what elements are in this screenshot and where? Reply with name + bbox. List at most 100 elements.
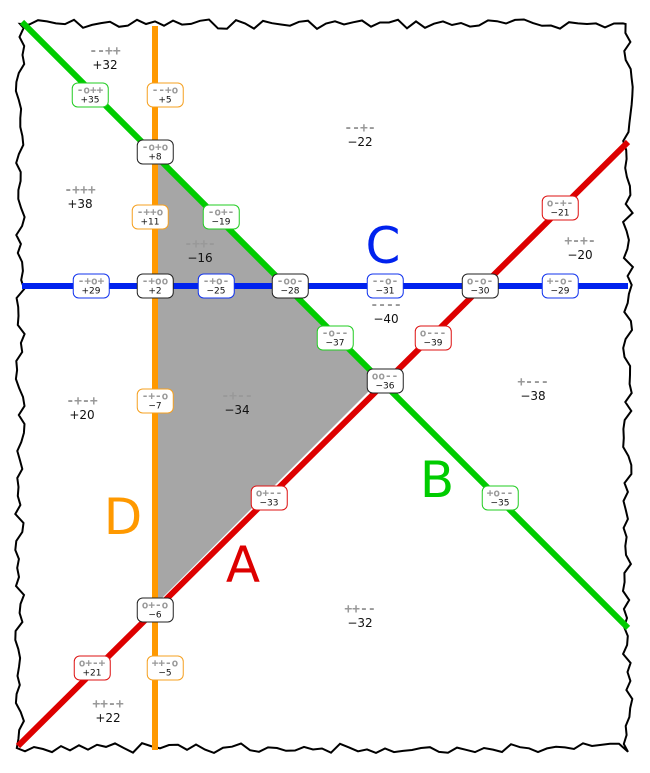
label-value: −31 [375,286,395,297]
label-value: −28 [280,286,300,297]
edge-label: +-o-−29 [541,273,579,299]
label-value: −6 [148,610,162,621]
region-label: ++--−32 [344,603,375,629]
label-value: −30 [470,286,490,297]
label-value: −22 [347,135,373,149]
region-label: --+-−22 [344,122,375,148]
region-label: -++-−16 [184,238,215,264]
label-value: −40 [373,312,399,326]
sign-pattern: o-o- [466,274,494,288]
sign-pattern: -o+o [141,140,169,154]
vertex-label: -oo-−28 [271,273,309,299]
label-value: +2 [148,286,162,297]
edge-label: o+--−33 [250,485,288,511]
sign-pattern: --++ [89,44,121,59]
label-value: +5 [158,95,172,106]
region-label: -++++38 [64,184,95,210]
label-value: −29 [550,286,570,297]
sign-pattern: --+- [344,121,376,136]
edge-label: -o+++35 [71,82,109,108]
label-value: −37 [325,338,345,349]
line-a [15,139,631,749]
label-value: +20 [69,408,95,422]
label-value: −16 [187,251,213,265]
sign-pattern: o--- [419,326,447,340]
region-label: +-+-−20 [564,235,595,261]
label-value: −35 [490,498,510,509]
vertex-label: -o+o+8 [136,139,174,165]
label-value: −33 [259,498,279,509]
sign-pattern: +-+- [564,234,596,249]
edge-label: -+o-−25 [197,273,235,299]
edge-label: ++-o−5 [146,655,184,681]
line-c-label: C [365,217,401,275]
sign-pattern: o+-- [255,486,283,500]
sign-pattern: ---- [370,298,402,313]
edge-label: -o+-−19 [202,204,240,230]
edge-label: -o--−37 [316,325,354,351]
label-value: +8 [148,152,162,163]
label-value: −19 [211,217,231,228]
sign-pattern: -+-+ [66,394,98,409]
sign-pattern: ++-o [151,656,179,670]
sign-pattern: -++- [184,237,216,252]
label-value: −5 [158,668,172,679]
sign-pattern: -o++ [76,83,104,97]
label-value: −36 [375,381,395,392]
label-value: −32 [347,616,373,630]
region-label: +---−38 [517,376,548,402]
edge-label: o---−39 [414,325,452,351]
label-value: −21 [550,208,570,219]
label-value: +29 [81,286,101,297]
sign-pattern: -+o- [202,274,230,288]
region-label: -+-++20 [66,395,97,421]
label-value: +21 [82,668,102,679]
line-d-label: D [103,488,143,546]
label-value: −39 [423,338,443,349]
label-value: −38 [520,389,546,403]
sign-pattern: -++o [136,205,164,219]
sign-pattern: ++-+ [92,697,124,712]
shaded-region [155,158,378,605]
sign-pattern: +--- [517,375,549,390]
sign-pattern: oo-- [371,369,399,383]
sign-pattern: o-+- [546,196,574,210]
region-label: ----−40 [370,299,401,325]
label-value: +35 [80,95,100,106]
sign-pattern: --+o [151,83,179,97]
edge-label: +o--−35 [481,485,519,511]
sign-pattern: +-o- [546,274,574,288]
edge-label: o+-++21 [73,655,111,681]
label-value: +38 [67,197,93,211]
line-a-label: A [225,536,261,594]
sign-pattern: ++-- [344,602,376,617]
line-b-label: B [419,451,455,509]
edge-label: -+-o−7 [136,388,174,414]
sign-pattern: -oo- [276,274,304,288]
edge-label: -+o++29 [72,273,110,299]
label-value: −20 [567,248,593,262]
line-b [19,19,631,631]
sign-pattern: -+++ [64,183,96,198]
edge-label: --+o+5 [146,82,184,108]
sign-pattern: -+o+ [77,274,105,288]
vertex-label: o-o-−30 [461,273,499,299]
label-value: +32 [92,58,118,72]
sign-pattern: -+-o [141,389,169,403]
region-label: ++-++22 [92,698,123,724]
region-label: --+++32 [89,45,120,71]
label-value: −7 [148,401,162,412]
region-label: -+--−34 [221,390,252,416]
sign-pattern: -o+- [207,205,235,219]
label-value: −25 [206,286,226,297]
edge-label: o-+-−21 [541,195,579,221]
sign-pattern: o+-o [141,598,169,612]
sign-pattern: +o-- [486,486,514,500]
sign-pattern: -o-- [321,326,349,340]
label-value: +11 [140,217,160,228]
vertex-label: -+oo+2 [136,273,174,299]
edge-label: --o-−31 [366,273,404,299]
sign-pattern: --o- [371,274,399,288]
